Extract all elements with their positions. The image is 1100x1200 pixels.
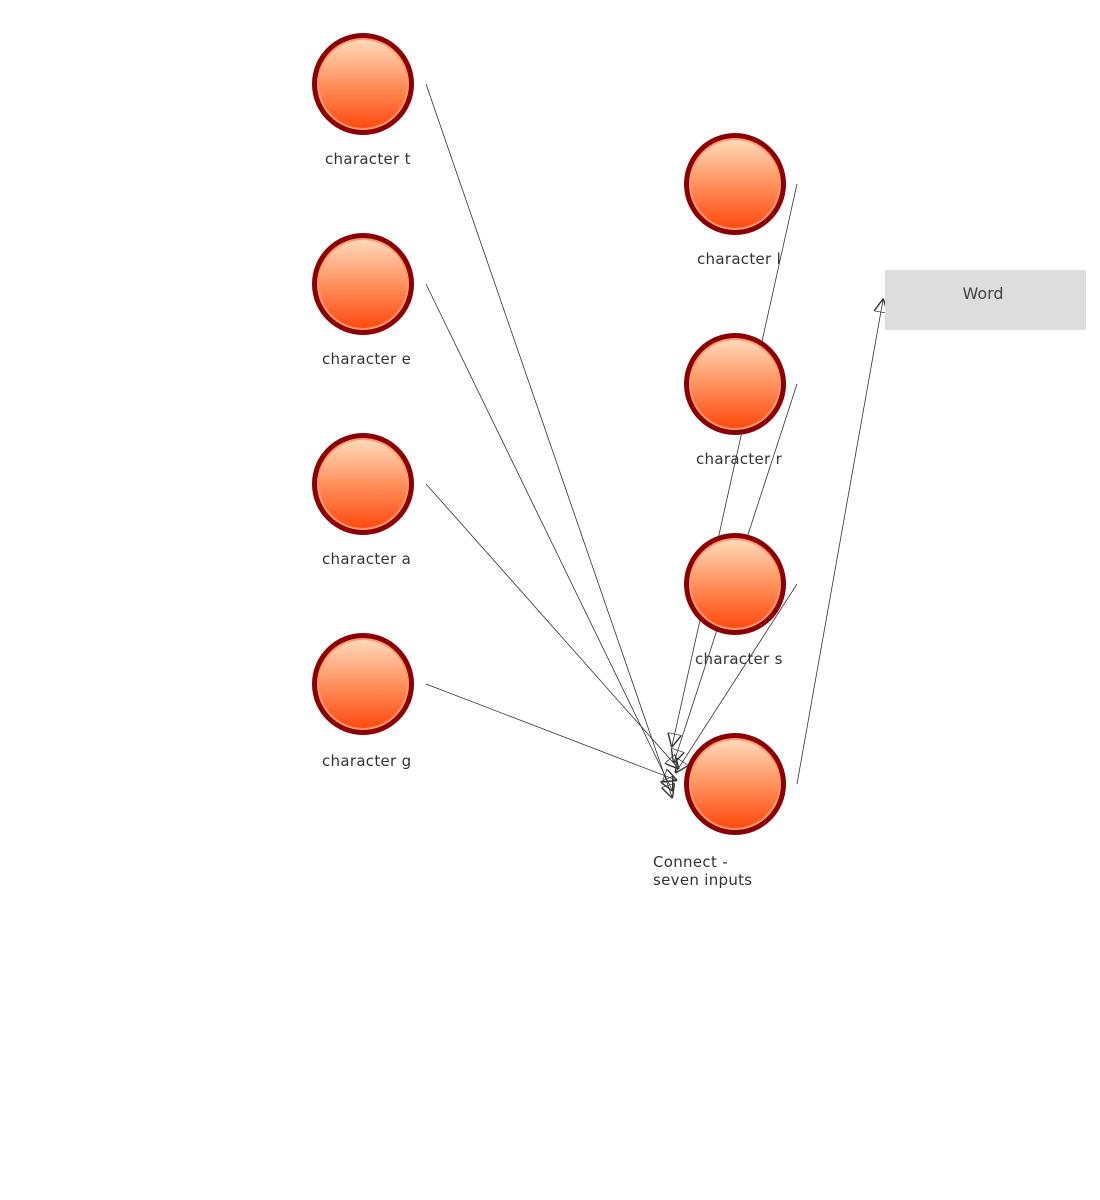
node-character-g[interactable]: [308, 629, 418, 739]
edge-a-to-connect[interactable]: [425, 483, 678, 768]
node-label-character-e: character e: [322, 350, 412, 368]
output-word-box[interactable]: Word: [885, 270, 1086, 330]
output-word-label: Word: [962, 284, 1004, 303]
node-label-character-a: character a: [322, 550, 412, 568]
node-label-character-t: character t: [325, 150, 411, 168]
node-label-connect-seven-inputs: Connect - seven inputs: [653, 853, 753, 889]
edge-s-to-connect[interactable]: [676, 583, 798, 772]
node-label-character-l: character l: [697, 250, 782, 268]
edge-l-to-connect[interactable]: [672, 183, 798, 746]
node-character-r[interactable]: [680, 329, 790, 439]
node-label-character-r: character r: [696, 450, 783, 468]
node-character-e[interactable]: [308, 229, 418, 339]
edge-connect-to-output[interactable]: [796, 300, 883, 785]
edge-t-to-connect[interactable]: [425, 83, 672, 797]
node-character-s[interactable]: [680, 529, 790, 639]
node-label-character-s: character s: [695, 650, 783, 668]
node-label-character-g: character g: [322, 752, 412, 770]
node-character-l[interactable]: [680, 129, 790, 239]
node-character-t[interactable]: [308, 29, 418, 139]
node-character-a[interactable]: [308, 429, 418, 539]
edge-e-to-connect[interactable]: [425, 283, 672, 790]
edge-g-to-connect[interactable]: [425, 683, 676, 780]
node-connect-seven-inputs[interactable]: [680, 729, 790, 839]
